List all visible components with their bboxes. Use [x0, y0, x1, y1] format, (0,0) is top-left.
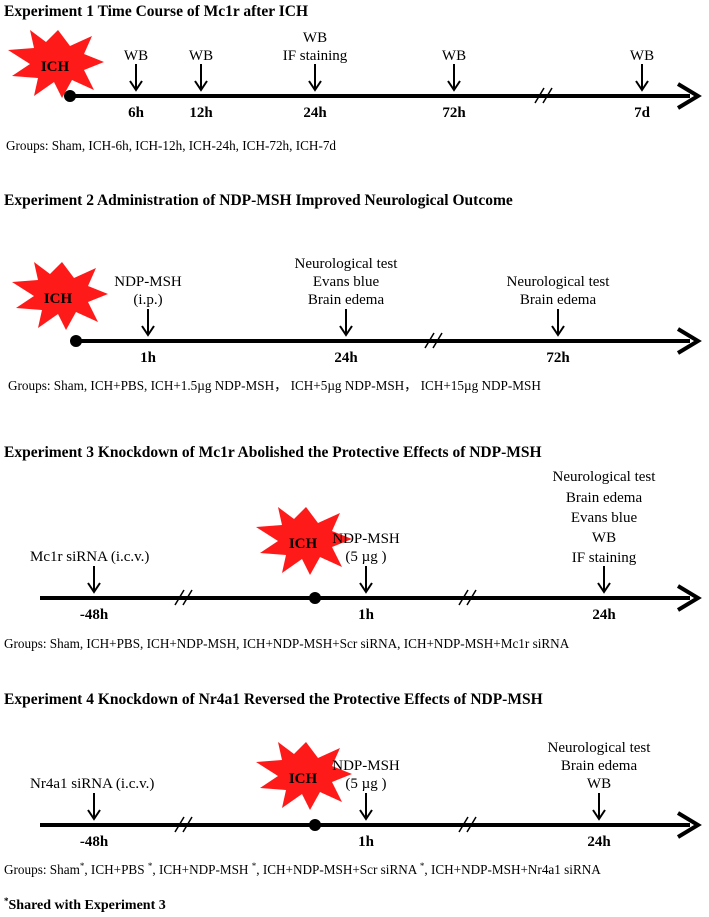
event-label: NDP-MSH: [114, 274, 182, 290]
time-tick-label: 24h: [592, 607, 616, 623]
event-24h: Neurological test Brain edema Evans blue…: [553, 469, 657, 623]
event-label: Nr4a1 siRNA (i.c.v.): [30, 776, 154, 792]
footnote-mark: *: [4, 896, 9, 906]
time-tick-label: 24h: [587, 834, 611, 850]
ich-label: ICH: [289, 536, 318, 552]
event-label: Neurological test: [548, 740, 652, 756]
ich-time-dot: [309, 819, 321, 831]
experiment-1-title: Experiment 1 Time Course of Mc1r after I…: [4, 3, 308, 20]
time-tick-label: 6h: [128, 105, 145, 121]
time-tick-label: 7d: [634, 105, 651, 121]
timeline-break-mark: [174, 589, 193, 606]
event-label: Brain edema: [561, 758, 638, 774]
time-tick-label: -48h: [80, 607, 109, 623]
event-label: Evans blue: [313, 274, 380, 290]
time-tick-label: 24h: [334, 350, 358, 366]
ich-label: ICH: [289, 771, 318, 787]
experiment-3-ich-burst: ICH: [256, 507, 352, 575]
experiment-1-groups: Groups: Sham, ICH-6h, ICH-12h, ICH-24h, …: [6, 138, 336, 153]
time-tick-label: 24h: [303, 105, 327, 121]
event-label: WB: [442, 48, 466, 64]
event-label: Neurological test: [553, 469, 657, 485]
experiment-2-title: Experiment 2 Administration of NDP-MSH I…: [4, 192, 513, 209]
event-label: WB: [592, 530, 616, 546]
experiment-1-ich-burst: ICH: [8, 30, 104, 98]
event-7d: WB 7d: [630, 48, 654, 121]
experiment-3: Experiment 3 Knockdown of Mc1r Abolished…: [4, 444, 702, 651]
event-label: WB: [587, 776, 611, 792]
event-label: WB: [189, 48, 213, 64]
timeline-break-mark: [458, 816, 477, 833]
event-24h: WB IF staining 24h: [283, 30, 348, 121]
event-label: (5 µg ): [345, 549, 386, 565]
event-minus-48h: Nr4a1 siRNA (i.c.v.) -48h: [30, 776, 154, 850]
event-label: (i.p.): [133, 292, 162, 308]
event-label: WB: [303, 30, 327, 46]
event-1h: NDP-MSH (5 µg ) 1h: [332, 531, 400, 623]
experiment-2: Experiment 2 Administration of NDP-MSH I…: [4, 192, 702, 393]
ich-burst-shape: [12, 262, 108, 330]
timeline-break-mark: [458, 589, 477, 606]
event-label: Mc1r siRNA (i.c.v.): [30, 549, 149, 565]
event-6h: WB 6h: [124, 48, 148, 121]
event-label: Brain edema: [308, 292, 385, 308]
time-tick-label: 12h: [189, 105, 213, 121]
experiment-2-ich-burst: ICH: [12, 262, 108, 330]
experiment-4-title: Experiment 4 Knockdown of Nr4a1 Reversed…: [4, 691, 543, 708]
time-tick-label: 1h: [358, 834, 375, 850]
timeline-break-mark: [534, 87, 553, 104]
ich-time-dot: [309, 592, 321, 604]
event-24h: Neurological test Evans blue Brain edema…: [295, 256, 399, 366]
event-label: NDP-MSH: [332, 758, 400, 774]
ich-label: ICH: [44, 291, 73, 307]
experiment-4-groups: Groups: Sham*, ICH+PBS *, ICH+NDP-MSH *,…: [4, 861, 601, 877]
footnote: *Shared with Experiment 3: [4, 896, 166, 913]
event-label: WB: [630, 48, 654, 64]
event-minus-48h: Mc1r siRNA (i.c.v.) -48h: [30, 549, 149, 623]
timeline-break-mark: [424, 332, 443, 349]
event-72h: Neurological test Brain edema 72h: [507, 274, 611, 366]
experiment-3-groups: Groups: Sham, ICH+PBS, ICH+NDP-MSH, ICH+…: [4, 636, 570, 651]
ich-label: ICH: [41, 59, 70, 75]
event-1h: NDP-MSH (i.p.) 1h: [114, 274, 182, 366]
ich-burst-shape: [256, 742, 352, 810]
timeline-arrowhead: [676, 584, 702, 612]
ich-burst-shape: [256, 507, 352, 575]
time-tick-label: 1h: [358, 607, 375, 623]
event-label: (5 µg ): [345, 776, 386, 792]
event-label: IF staining: [572, 550, 637, 566]
event-label: Brain edema: [520, 292, 597, 308]
event-label: Neurological test: [507, 274, 611, 290]
event-label: WB: [124, 48, 148, 64]
experiment-1: Experiment 1 Time Course of Mc1r after I…: [4, 3, 702, 153]
time-tick-label: 1h: [140, 350, 157, 366]
event-12h: WB 12h: [189, 48, 213, 121]
timeline-arrowhead: [676, 811, 702, 839]
event-label: IF staining: [283, 48, 348, 64]
time-tick-label: 72h: [442, 105, 466, 121]
event-24h: Neurological test Brain edema WB 24h: [548, 740, 652, 850]
event-1h: NDP-MSH (5 µg ) 1h: [332, 758, 400, 850]
timeline-arrowhead: [676, 327, 702, 355]
experiment-3-title: Experiment 3 Knockdown of Mc1r Abolished…: [4, 444, 542, 461]
experiment-2-groups: Groups: Sham, ICH+PBS, ICH+1.5µg NDP-MSH…: [8, 378, 541, 393]
event-label: Evans blue: [571, 510, 638, 526]
time-tick-label: -48h: [80, 834, 109, 850]
event-label: NDP-MSH: [332, 531, 400, 547]
time-tick-label: 72h: [546, 350, 570, 366]
event-label: Neurological test: [295, 256, 399, 272]
experiment-4-ich-burst: ICH: [256, 742, 352, 810]
event-label: Brain edema: [566, 490, 643, 506]
timeline-arrowhead: [676, 82, 702, 110]
footnote-text: Shared with Experiment 3: [9, 898, 166, 913]
event-72h: WB 72h: [442, 48, 466, 121]
experiment-4: Experiment 4 Knockdown of Nr4a1 Reversed…: [4, 691, 702, 877]
timeline-break-mark: [174, 816, 193, 833]
ich-burst-shape: [8, 30, 104, 98]
